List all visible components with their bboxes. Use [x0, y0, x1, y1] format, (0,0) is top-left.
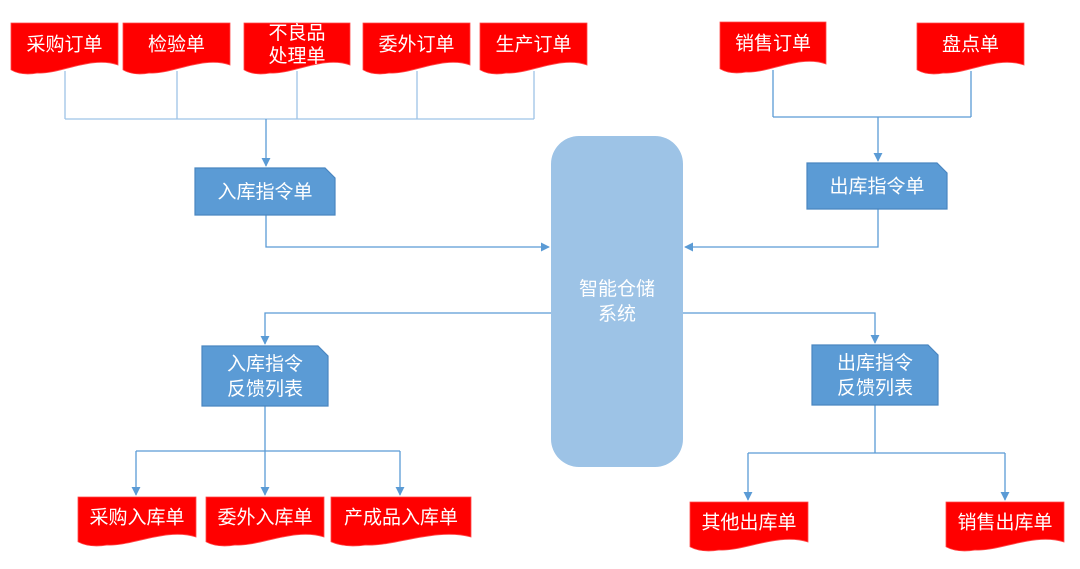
card-shape	[811, 344, 939, 406]
node-label-line: 盘点单	[942, 34, 999, 56]
document-shape	[205, 496, 325, 547]
node-label-line: 出库指令单	[829, 176, 924, 198]
node-label-line: 销售出库单	[957, 512, 1052, 534]
document-shape	[77, 496, 197, 547]
node-label-line: 处理单	[268, 45, 325, 67]
system-to-inbound-feedback-arrow	[260, 312, 551, 345]
document-shape	[10, 22, 119, 75]
card-shape	[194, 167, 336, 216]
node-label-line: 采购入库单	[89, 507, 184, 529]
center-shape	[551, 136, 683, 467]
node-label-line: 委外入库单	[217, 507, 312, 529]
document-shape	[689, 501, 809, 552]
outbound-to-system-arrow	[684, 209, 879, 252]
node-label-line: 采购订单	[26, 34, 102, 56]
node-label-line: 检验单	[148, 34, 205, 56]
node-label-line: 委外订单	[378, 34, 454, 56]
node-label-line: 智能仓储	[579, 278, 655, 300]
node-label-line: 生产订单	[495, 34, 571, 56]
document-shape	[122, 22, 231, 75]
inbound-source-doc-1[interactable]: 采购订单	[10, 22, 119, 75]
connectors	[64, 70, 1010, 501]
card-shape	[806, 162, 948, 210]
inbound-instruction-card[interactable]: 入库指令单	[194, 167, 336, 216]
document-shape	[945, 501, 1065, 552]
inbound-output-doc-2[interactable]: 委外入库单	[205, 496, 325, 547]
document-shape	[916, 22, 1025, 75]
inbound-to-system-arrow	[265, 215, 550, 252]
inbound-output-doc-1[interactable]: 采购入库单	[77, 496, 197, 547]
document-shape	[330, 496, 472, 547]
node-label-line: 入库指令单	[217, 181, 312, 203]
inbound-source-doc-4[interactable]: 委外订单	[362, 22, 471, 75]
node-label-line: 销售订单	[735, 33, 811, 55]
inbound-source-doc-5[interactable]: 生产订单	[479, 22, 588, 75]
node-label-line: 反馈列表	[837, 377, 913, 399]
card-shape	[201, 345, 329, 407]
document-shape	[362, 22, 471, 75]
outbound-instruction-card[interactable]: 出库指令单	[806, 162, 948, 210]
outbound-source-doc-1[interactable]: 销售订单	[719, 21, 827, 74]
node-label-line: 入库指令	[227, 353, 303, 375]
document-shape	[479, 22, 588, 75]
document-shape	[719, 21, 827, 74]
node-label-line: 反馈列表	[227, 378, 303, 400]
outbound-source-doc-2[interactable]: 盘点单	[916, 22, 1025, 75]
inbound-source-doc-2[interactable]: 检验单	[122, 22, 231, 75]
document-shape	[243, 22, 351, 75]
system-to-outbound-feedback-arrow	[683, 312, 880, 344]
outbound-output-doc-2[interactable]: 销售出库单	[945, 501, 1065, 552]
outbound-output-doc-1[interactable]: 其他出库单	[689, 501, 809, 552]
node-label-line: 不良品	[268, 22, 325, 44]
node-label-line: 出库指令	[837, 352, 913, 374]
inbound-output-doc-3[interactable]: 产成品入库单	[330, 496, 472, 547]
node-label-line: 其他出库单	[701, 512, 796, 534]
node-label-line: 系统	[598, 303, 636, 325]
node-label-line: 产成品入库单	[344, 507, 458, 529]
